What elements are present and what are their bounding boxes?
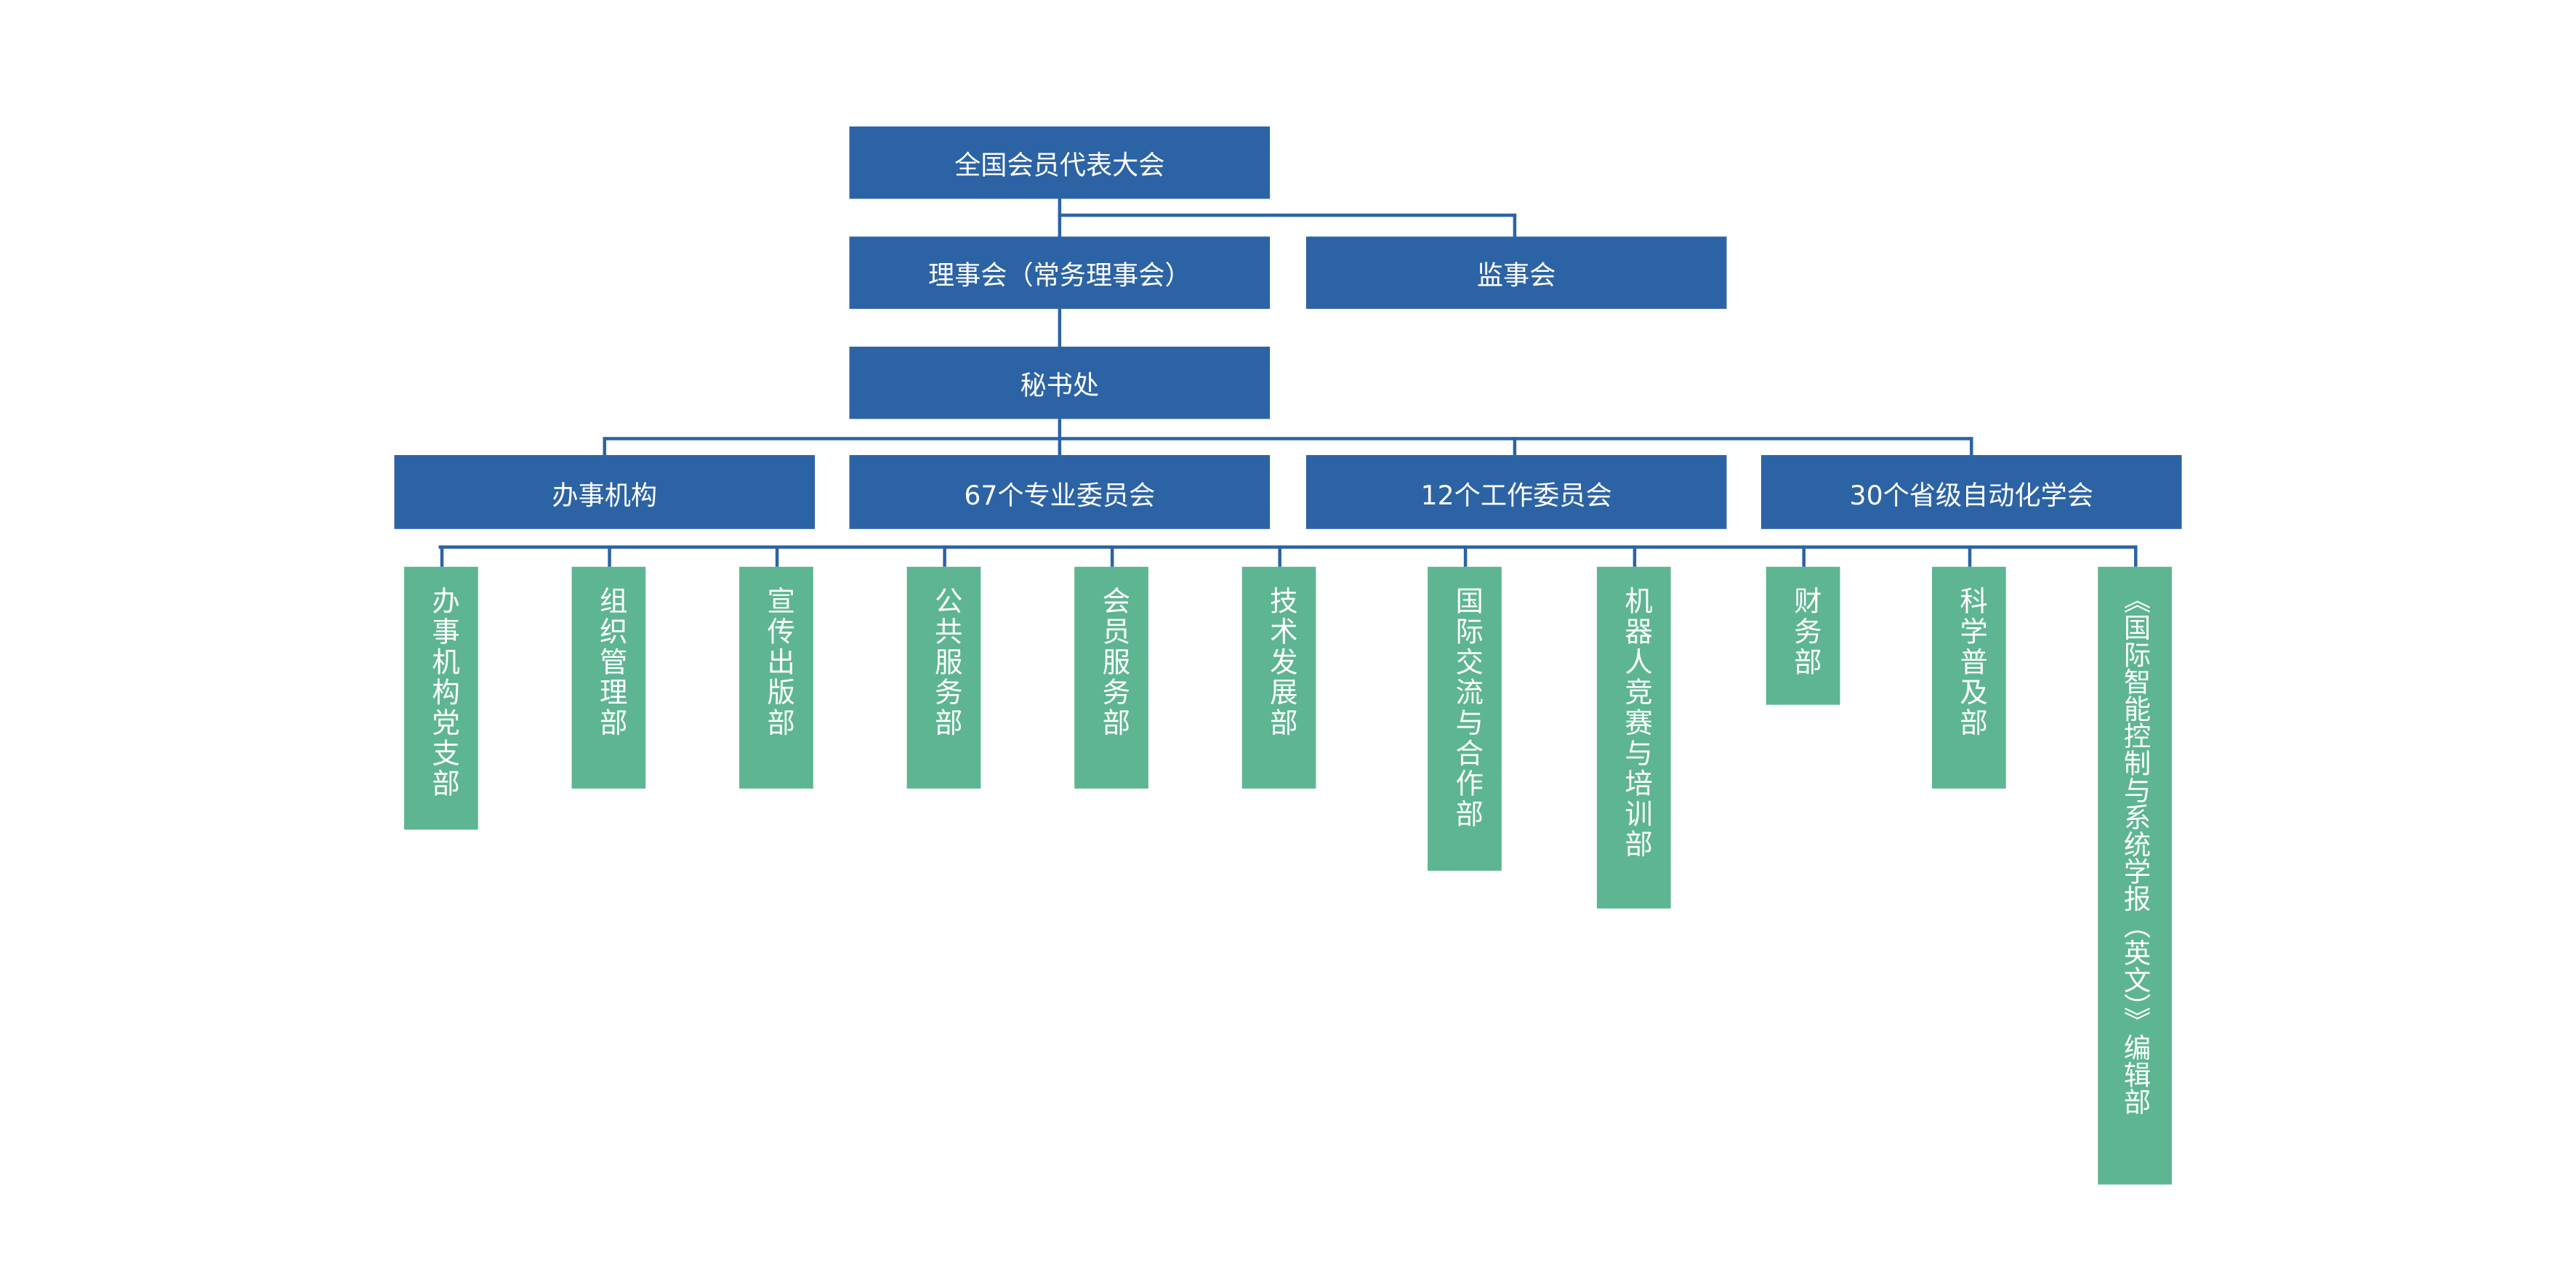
box-label: 12个工作委员会 bbox=[1420, 478, 1612, 510]
department-box: 会员服务部 bbox=[1074, 566, 1148, 789]
connector bbox=[1632, 545, 1636, 567]
department-label: 机器人竞赛与培训部 bbox=[1618, 586, 1651, 861]
department-label: 财务部 bbox=[1787, 586, 1821, 678]
supervisory-board-box: 监事会 bbox=[1305, 236, 1727, 309]
department-label: 会员服务部 bbox=[1095, 586, 1129, 738]
department-box: 财务部 bbox=[1766, 566, 1840, 705]
working-committees-box: 12个工作委员会 bbox=[1305, 455, 1727, 529]
secretariat-box: 秘书处 bbox=[849, 346, 1271, 419]
connector bbox=[774, 545, 778, 567]
connector bbox=[942, 545, 946, 567]
council-box: 理事会（常务理事会） bbox=[849, 236, 1271, 309]
department-label: 《国际智能控制与系统学报（英文）》编辑部 bbox=[2119, 586, 2151, 1116]
connector bbox=[1513, 213, 1517, 237]
connector bbox=[1109, 545, 1114, 567]
connector bbox=[1801, 545, 1805, 567]
box-label: 秘书处 bbox=[1020, 369, 1100, 401]
department-box: 办事机构党支部 bbox=[404, 566, 478, 830]
connector bbox=[1967, 545, 1971, 567]
offices-box: 办事机构 bbox=[394, 455, 816, 529]
department-label: 宣传出版部 bbox=[760, 586, 794, 738]
connector bbox=[603, 437, 607, 456]
department-label: 科学普及部 bbox=[1953, 586, 1987, 738]
box-label: 30个省级自动化学会 bbox=[1849, 478, 2093, 510]
connector bbox=[1277, 545, 1281, 567]
connector bbox=[439, 545, 443, 567]
department-label: 公共服务部 bbox=[928, 586, 962, 738]
connector bbox=[1969, 437, 1973, 456]
department-box: 科学普及部 bbox=[1931, 566, 2006, 789]
box-label: 监事会 bbox=[1476, 259, 1556, 291]
department-label: 国际交流与合作部 bbox=[1449, 586, 1482, 830]
connector bbox=[1462, 545, 1467, 567]
box-label: 理事会（常务理事会） bbox=[927, 259, 1191, 291]
box-label: 67个专业委员会 bbox=[964, 478, 1156, 510]
connector bbox=[1513, 437, 1517, 456]
professional-committees-box: 67个专业委员会 bbox=[849, 455, 1271, 529]
department-box: 国际交流与合作部 bbox=[1428, 566, 1502, 871]
connector bbox=[1058, 213, 1517, 217]
department-box: 公共服务部 bbox=[906, 566, 981, 789]
department-label: 技术发展部 bbox=[1263, 586, 1297, 738]
department-box: 组织管理部 bbox=[571, 566, 646, 789]
connector bbox=[603, 437, 1973, 440]
box-label: 办事机构 bbox=[552, 478, 658, 510]
connector bbox=[1058, 308, 1062, 347]
general-assembly-box: 全国会员代表大会 bbox=[849, 126, 1271, 199]
provincial-societies-box: 30个省级自动化学会 bbox=[1760, 455, 2182, 529]
department-label: 组织管理部 bbox=[592, 586, 627, 738]
department-label: 办事机构党支部 bbox=[425, 586, 459, 800]
connector bbox=[438, 545, 2138, 549]
connector bbox=[2133, 545, 2137, 567]
box-label: 全国会员代表大会 bbox=[954, 149, 1165, 181]
department-box: 《国际智能控制与系统学报（英文）》编辑部 bbox=[2098, 566, 2172, 1185]
connector bbox=[1058, 198, 1062, 237]
department-box: 技术发展部 bbox=[1241, 566, 1316, 789]
department-box: 宣传出版部 bbox=[739, 566, 813, 789]
connector bbox=[607, 545, 611, 567]
department-box: 机器人竞赛与培训部 bbox=[1596, 566, 1671, 909]
